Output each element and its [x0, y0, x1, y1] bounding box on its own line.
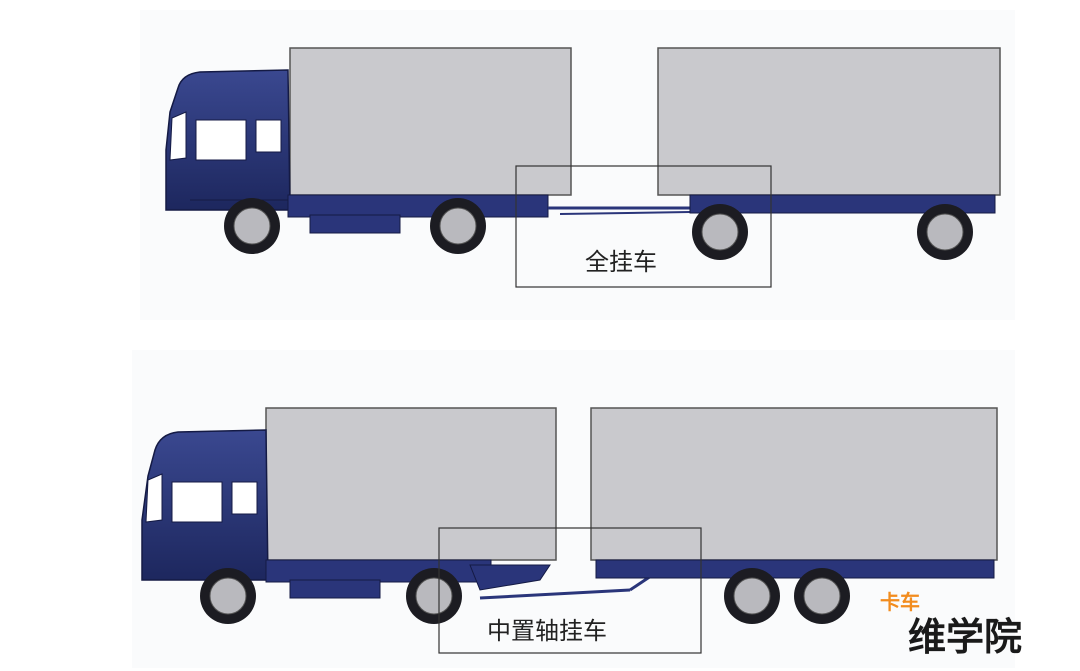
trailer-rear-wheel	[917, 204, 973, 260]
trailer-chassis	[689, 194, 996, 214]
center-axle-trailer	[590, 407, 998, 624]
cab-windshield	[145, 473, 163, 523]
watermark-top-text: 卡车	[880, 590, 920, 614]
trailer-cargo-box	[590, 407, 998, 561]
cab-rear-window	[255, 119, 282, 153]
watermark-bottom-text: 维学院	[908, 615, 1022, 659]
trailer-front-wheel	[692, 204, 748, 260]
trailer-cargo-box	[657, 47, 1001, 196]
truck-cargo-box	[289, 47, 572, 196]
truck-chassis	[265, 559, 492, 583]
trailer-chassis	[595, 559, 995, 579]
center-axle-truck	[141, 407, 557, 624]
truck-front-wheel	[200, 568, 256, 624]
cab-side-window	[171, 481, 223, 523]
coupling-highlight-box	[438, 527, 702, 654]
coupling-highlight-box	[515, 165, 772, 288]
cab-side-window	[195, 119, 247, 161]
full-trailer-truck	[165, 47, 572, 254]
truck-rear-wheel	[406, 568, 462, 624]
full-trailer-drawbar	[548, 206, 691, 215]
trailer-axle-1-wheel	[724, 568, 780, 624]
cab-rear-window	[231, 481, 258, 515]
full-trailer-caption: 全挂车	[585, 248, 657, 276]
truck-rear-wheel	[430, 198, 486, 254]
truck-cargo-box	[265, 407, 557, 561]
full-trailer	[657, 47, 1001, 260]
cab-windshield	[169, 111, 187, 161]
center-axle-trailer-caption: 中置轴挂车	[487, 617, 607, 645]
truck-chassis	[287, 194, 549, 218]
trailer-axle-2-wheel	[794, 568, 850, 624]
truck-front-wheel	[224, 198, 280, 254]
